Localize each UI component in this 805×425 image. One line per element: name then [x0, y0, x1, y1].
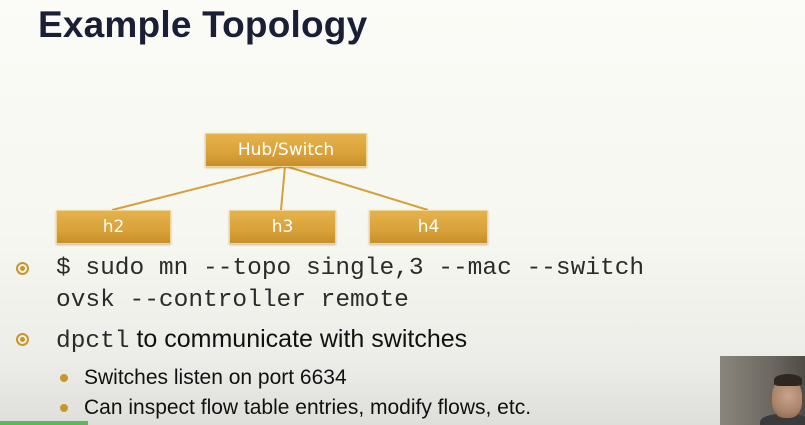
node-host-h3: h3 — [229, 210, 336, 244]
dpctl-bullet: dpctl to communicate with switches — [56, 325, 467, 355]
dot-icon — [60, 374, 68, 382]
webcam-person-hair — [774, 374, 802, 386]
circle-target-icon — [16, 262, 29, 275]
node-host-h3-label: h3 — [271, 217, 294, 237]
sub-bullet-flows: Can inspect flow table entries, modify f… — [84, 396, 532, 419]
circle-target-icon — [16, 333, 29, 346]
dpctl-code: dpctl — [56, 328, 130, 355]
node-hub-switch: Hub/Switch — [205, 133, 367, 167]
slide-title: Example Topology — [38, 4, 368, 45]
node-host-h4: h4 — [369, 210, 488, 244]
webcam-overlay — [720, 356, 805, 425]
webcam-person-shoulder — [760, 414, 805, 425]
node-hub-switch-label: Hub/Switch — [237, 140, 335, 160]
node-host-h2-label: h2 — [102, 217, 125, 237]
dpctl-description: to communicate with switches — [129, 325, 468, 353]
command-line-1: $ sudo mn --topo single,3 --mac --switch — [56, 255, 645, 282]
connector-h2 — [111, 165, 286, 211]
sub-bullet-port: Switches listen on port 6634 — [84, 366, 347, 389]
command-line-2: ovsk --controller remote — [56, 287, 409, 314]
video-progress-bar[interactable] — [0, 421, 88, 425]
node-host-h2: h2 — [56, 210, 171, 244]
connector-h4 — [284, 165, 429, 211]
dot-icon — [60, 404, 68, 412]
connector-h3 — [280, 165, 286, 211]
node-host-h4-label: h4 — [417, 217, 440, 237]
